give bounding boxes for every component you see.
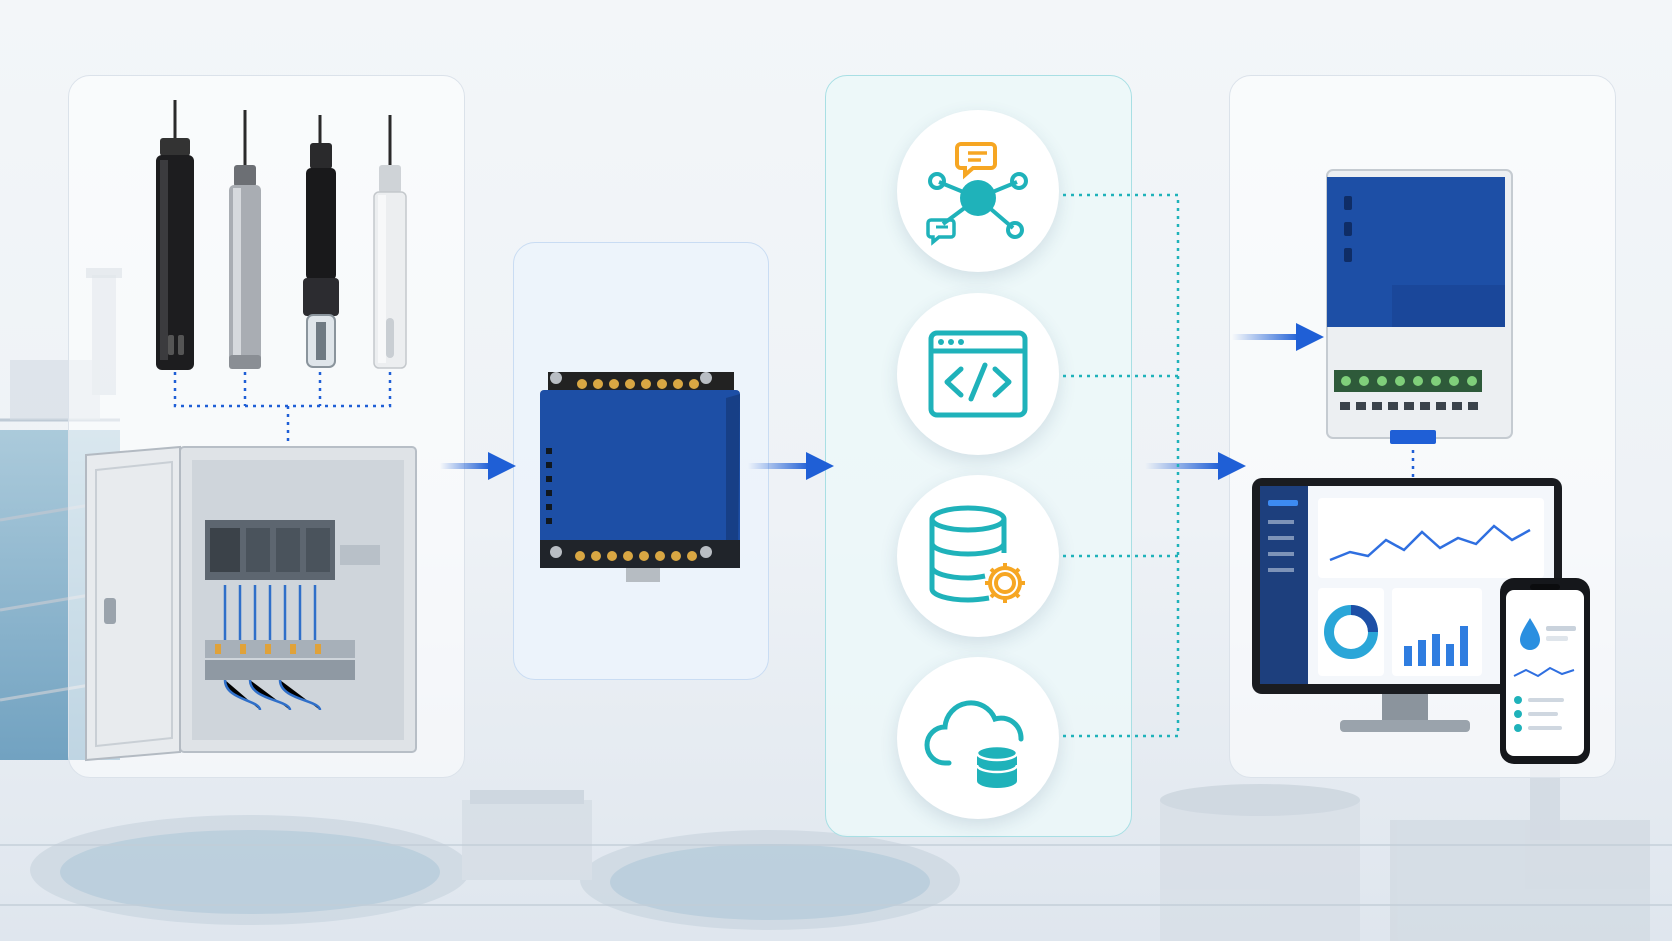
cloud-database-icon bbox=[923, 683, 1033, 793]
protocol-code bbox=[897, 293, 1059, 455]
output-panel bbox=[1229, 75, 1616, 778]
protocol-database bbox=[897, 475, 1059, 637]
network-messaging-icon bbox=[923, 136, 1033, 246]
database-gear-icon bbox=[923, 501, 1033, 611]
sensor-panel bbox=[68, 75, 465, 778]
io-module-panel bbox=[513, 242, 769, 680]
code-window-icon bbox=[923, 319, 1033, 429]
protocol-network-messaging bbox=[897, 110, 1059, 272]
protocol-cloud bbox=[897, 657, 1059, 819]
